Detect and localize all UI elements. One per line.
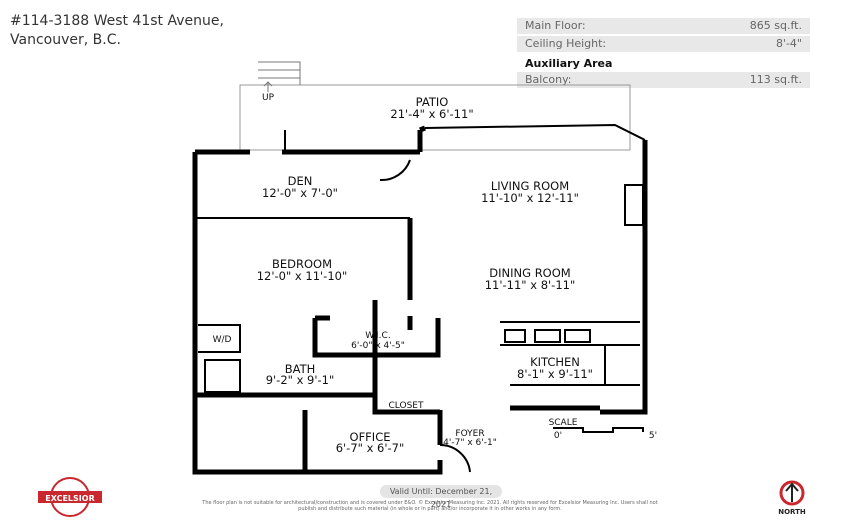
walls	[192, 125, 648, 475]
svg-text:EXCELSIOR: EXCELSIOR	[45, 494, 94, 503]
office-name: OFFICE	[350, 430, 391, 444]
balcony-value: 113 sq.ft.	[749, 73, 802, 86]
address-line2: Vancouver, B.C.	[10, 32, 121, 48]
wd-label: W/D	[213, 335, 232, 345]
closet-label: CLOSET	[389, 401, 424, 411]
stair-icon	[258, 61, 301, 92]
bedroom-dims: 12'-0" x 11'-10"	[257, 269, 348, 283]
stair-label: UP	[262, 93, 275, 103]
auxiliary-heading: Auxiliary Area	[525, 57, 613, 70]
wic-dims: 6'-0" x 4'-5"	[351, 341, 405, 351]
kitchen-name: KITCHEN	[530, 355, 580, 369]
wic-name: W.I.C.	[365, 331, 390, 341]
interior-lines	[195, 123, 646, 473]
den-name: DEN	[288, 174, 313, 188]
north-arrow-icon	[779, 480, 805, 506]
balcony-label: Balcony:	[525, 73, 572, 86]
living-dims: 11'-10" x 12'-11"	[481, 191, 579, 205]
foyer-dims: 4'-7" x 6'-1"	[443, 438, 497, 448]
main-floor-value: 865 sq.ft.	[749, 19, 802, 32]
north-label: NORTH	[778, 508, 806, 516]
property-address: #114-3188 West 41st Avenue, Vancouver, B…	[10, 12, 224, 50]
scale-max: 5'	[649, 431, 657, 441]
patio-outline	[239, 84, 631, 151]
den-dims: 12'-0" x 7'-0"	[262, 186, 338, 200]
patio-name: PATIO	[416, 95, 449, 109]
address-line1: #114-3188 West 41st Avenue,	[10, 13, 224, 29]
dining-dims: 11'-11" x 8'-11"	[485, 278, 576, 292]
balcony-row: Balcony: 113 sq.ft.	[517, 72, 810, 88]
north-indicator: NORTH	[772, 480, 812, 516]
ceiling-height-row: Ceiling Height: 8'-4"	[517, 36, 810, 52]
ceiling-height-label: Ceiling Height:	[525, 37, 607, 50]
patio-dims: 21'-4" x 6'-11"	[390, 107, 473, 121]
kitchen-dims: 8'-1" x 9'-11"	[517, 367, 593, 381]
area-summary: Main Floor: 865 sq.ft. Ceiling Height: 8'-…	[517, 18, 810, 90]
main-floor-label: Main Floor:	[525, 19, 586, 32]
bath-dims: 9'-2" x 9'-1"	[266, 373, 335, 387]
dining-name: DINING ROOM	[489, 266, 570, 280]
scale-bar: SCALE 0' 5'	[549, 418, 658, 441]
main-floor-row: Main Floor: 865 sq.ft.	[517, 18, 810, 34]
scale-label: SCALE	[549, 418, 578, 428]
bedroom-name: BEDROOM	[272, 257, 332, 271]
ceiling-height-value: 8'-4"	[775, 37, 802, 50]
disclaimer: The floor plan is not suitable for archi…	[202, 500, 658, 512]
valid-until: Valid Until: December 21, 2021	[380, 485, 502, 509]
excelsior-logo: EXCELSIOR	[35, 476, 105, 522]
bath-name: BATH	[285, 362, 316, 376]
office-dims: 6'-7" x 6'-7"	[336, 441, 405, 455]
scale-min: 0'	[554, 431, 562, 441]
foyer-name: FOYER	[455, 429, 484, 439]
living-name: LIVING ROOM	[491, 179, 569, 193]
